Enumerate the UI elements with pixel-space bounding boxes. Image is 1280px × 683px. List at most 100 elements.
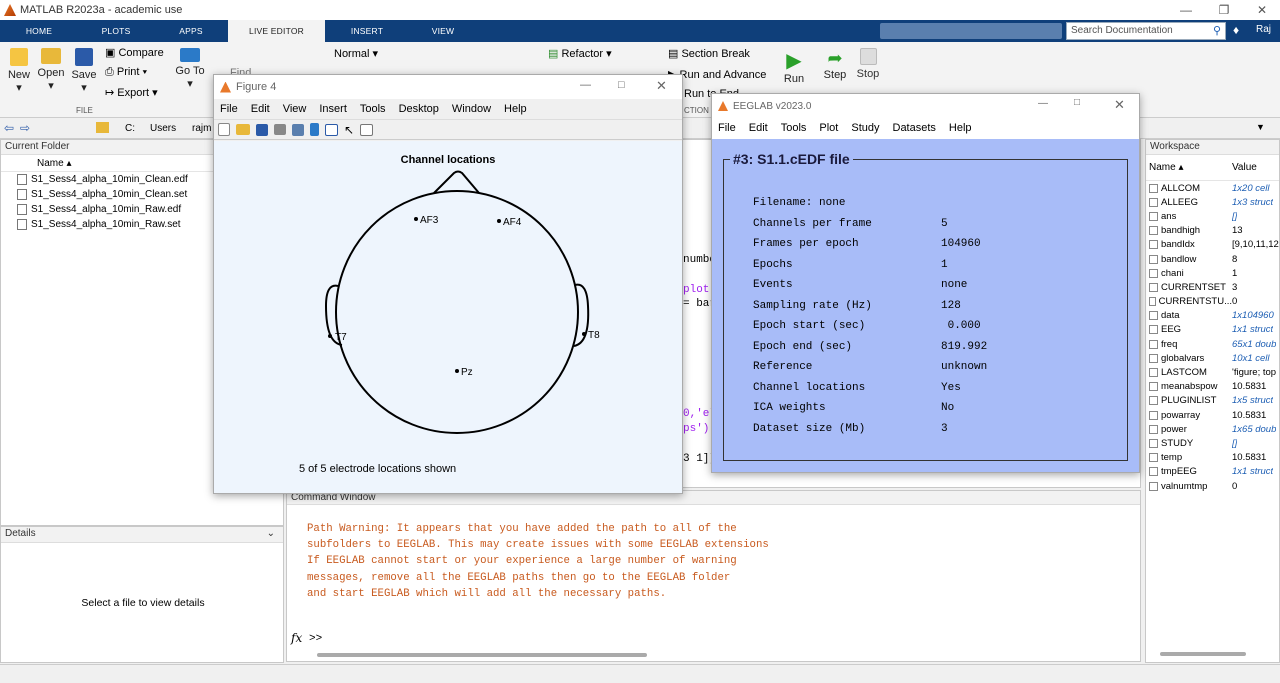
variable-name: bandlow [1146,254,1232,265]
figure-menu-insert[interactable]: Insert [319,103,347,115]
save-icon[interactable] [256,123,268,136]
minimize-button[interactable]: — [1180,3,1192,17]
address-dropdown-icon[interactable]: ▼ [1256,122,1265,132]
eeglab-menu-file[interactable]: File [718,122,736,134]
close-button[interactable]: ✕ [1256,3,1268,17]
eeglab-menu-study[interactable]: Study [851,122,880,134]
goto-button[interactable]: Go To▾ [174,48,206,90]
open-icon[interactable] [236,124,250,135]
workspace-variable-row[interactable]: ans[] [1146,209,1279,223]
back-icon[interactable]: ⇦ [4,121,15,135]
stop-button[interactable]: Stop [854,48,882,80]
minimize-button[interactable]: — [1038,98,1048,109]
refactor-button[interactable]: ▤ Refactor ▾ [548,48,612,60]
run-button[interactable]: ▶ Run [780,48,808,85]
workspace-variable-row[interactable]: CURRENTSTU...0 [1146,295,1279,309]
variable-type-icon [1149,410,1158,420]
search-icon[interactable]: ⚲ [1213,25,1222,37]
tab-live-editor[interactable]: LIVE EDITOR [228,20,325,42]
link-icon[interactable] [292,123,304,136]
step-button[interactable]: ➦ Step [820,48,850,81]
colorbar-icon[interactable] [310,123,319,136]
eeglab-menu-tools[interactable]: Tools [780,122,807,134]
quick-access-toolbar[interactable] [880,23,1062,39]
workspace-scrollbar[interactable] [1160,652,1246,656]
search-input[interactable]: Search Documentation [1066,22,1226,40]
function-icon[interactable]: fx [291,631,303,645]
tab-insert[interactable]: INSERT [350,26,384,36]
text-style-dropdown[interactable]: Normal ▾ [334,48,379,60]
property-editor-icon[interactable] [360,123,374,136]
tab-home[interactable]: HOME [25,26,53,36]
file-item[interactable]: S1_Sess4_alpha_10min_Raw.set [1,217,283,232]
command-prompt[interactable]: >> [309,633,323,645]
bell-icon[interactable]: ♦ [1233,23,1240,37]
chevron-down-icon[interactable]: ⌄ [266,528,275,539]
eeglab-menu-help[interactable]: Help [948,122,972,134]
file-item[interactable]: S1_Sess4_alpha_10min_Clean.set [1,187,283,202]
breadcrumb-drive[interactable]: C: [125,123,135,134]
eeglab-menu-datasets[interactable]: Datasets [892,122,936,134]
breadcrumb-users[interactable]: Users [150,123,177,134]
open-button[interactable]: Open▾ [36,48,66,92]
maximize-button[interactable]: □ [1074,97,1081,108]
details-header[interactable]: Details⌄ [1,527,283,543]
new-button[interactable]: New▾ [6,48,32,94]
eeglab-menu-plot[interactable]: Plot [819,122,839,134]
compare-button[interactable]: ▣ Compare [105,47,164,59]
forward-icon[interactable]: ⇨ [20,121,31,135]
figure-menu-desktop[interactable]: Desktop [398,103,439,115]
figure-menu-help[interactable]: Help [504,103,527,115]
workspace-variable-row[interactable]: LASTCOM'figure; top [1146,365,1279,379]
close-button[interactable]: ✕ [656,78,667,93]
command-window[interactable]: Command Window Path Warning: It appears … [286,490,1141,662]
figure-menu-file[interactable]: File [220,103,238,115]
column-header-name[interactable]: Name ▴ [1,155,283,172]
file-item[interactable]: S1_Sess4_alpha_10min_Clean.edf [1,172,283,187]
maximize-button[interactable]: ❐ [1218,3,1230,17]
new-figure-icon[interactable] [218,123,230,136]
user-menu[interactable]: Raj [1256,24,1272,35]
figure-menu-edit[interactable]: Edit [250,103,270,115]
figure-menu-tools[interactable]: Tools [359,103,386,115]
pointer-icon[interactable]: ↖ [344,122,355,137]
figure-menu-window[interactable]: Window [451,103,492,115]
horizontal-scrollbar[interactable] [317,653,647,657]
tab-apps[interactable]: APPS [179,26,203,36]
tab-plots[interactable]: PLOTS [101,26,131,36]
figure-menu-view[interactable]: View [282,103,307,115]
eeglab-menu-edit[interactable]: Edit [748,122,768,134]
close-button[interactable]: ✕ [1114,97,1125,112]
workspace-header[interactable]: Name ▴ Value [1146,155,1279,181]
print-button[interactable]: ⎙ Print ▾ [105,66,148,78]
breadcrumb-user[interactable]: rajm [192,123,212,134]
export-button[interactable]: ↦ Export ▾ [105,87,158,99]
section-break-button[interactable]: ▤ Section Break [668,48,750,60]
workspace-variable-row[interactable]: STUDY[] [1146,436,1279,450]
file-item[interactable]: S1_Sess4_alpha_10min_Raw.edf [1,202,283,217]
legend-icon[interactable] [325,123,338,136]
maximize-button[interactable]: □ [618,79,625,91]
print-icon[interactable] [274,124,286,135]
save-button[interactable]: Save▾ [71,48,97,94]
minimize-button[interactable]: — [580,79,591,91]
workspace-variable-row[interactable]: bandIdx[9,10,11,12 [1146,238,1279,252]
tab-view[interactable]: VIEW [431,26,455,36]
